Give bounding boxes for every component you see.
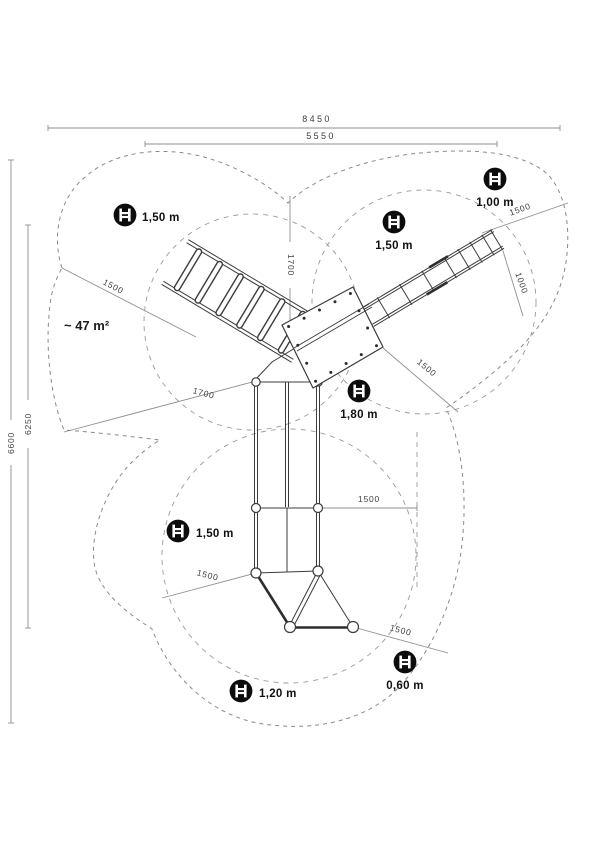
dim-diag-bottom-left: 1500	[196, 567, 220, 582]
dimension-labels: 8450 5550 6600 6250 1700 1700 1500 1500 …	[6, 114, 532, 638]
fall-height-icon	[113, 203, 137, 227]
fall-height-markers: 1,50 m 1,50 m 1,00 m 1,80 m 1,50 m 1,20 …	[113, 167, 514, 703]
outer-boundary-path	[47, 150, 569, 727]
monkey-bar-ladder	[161, 239, 319, 380]
fall-height-top-center: 1,50 m	[375, 240, 413, 252]
fall-height-icon	[166, 519, 190, 543]
fall-height-bottom-right: 0,60 m	[386, 680, 424, 692]
dim-diag-lower-left: 1700	[192, 385, 216, 400]
fall-height-bottom-center: 1,20 m	[259, 688, 297, 700]
dim-vertical-center: 1700	[286, 254, 296, 276]
area-label: ~ 47 m²	[64, 318, 110, 333]
safety-area-boundary	[47, 150, 569, 727]
slide	[362, 229, 505, 327]
dim-diag-upper-left: 1500	[101, 277, 125, 296]
platform	[281, 286, 384, 389]
dim-inner-width: 5550	[306, 131, 336, 141]
dim-left-inner-height: 6250	[23, 413, 33, 435]
fall-height-upper-left: 1,50 m	[142, 212, 180, 224]
fall-height-center: 1,80 m	[340, 409, 378, 421]
fall-height-top-right: 1,00 m	[476, 197, 514, 209]
fall-height-icon	[347, 379, 371, 403]
dim-diag-mid-right: 1500	[415, 357, 438, 379]
fall-height-mid-left: 1,50 m	[196, 528, 234, 540]
lower-course-safety-circle	[161, 428, 417, 684]
fall-height-icon	[393, 650, 417, 674]
fall-height-icon	[229, 679, 253, 703]
dim-left-height: 6600	[6, 432, 16, 454]
fall-height-icon	[483, 167, 507, 191]
fall-height-icon	[382, 210, 406, 234]
dim-horiz-mid: 1500	[358, 494, 380, 504]
dimension-lines	[8, 125, 569, 724]
dim-diag-bottom-right: 1500	[389, 622, 413, 637]
slide-safety-circle	[311, 189, 537, 415]
dim-top-width: 8450	[302, 114, 332, 124]
